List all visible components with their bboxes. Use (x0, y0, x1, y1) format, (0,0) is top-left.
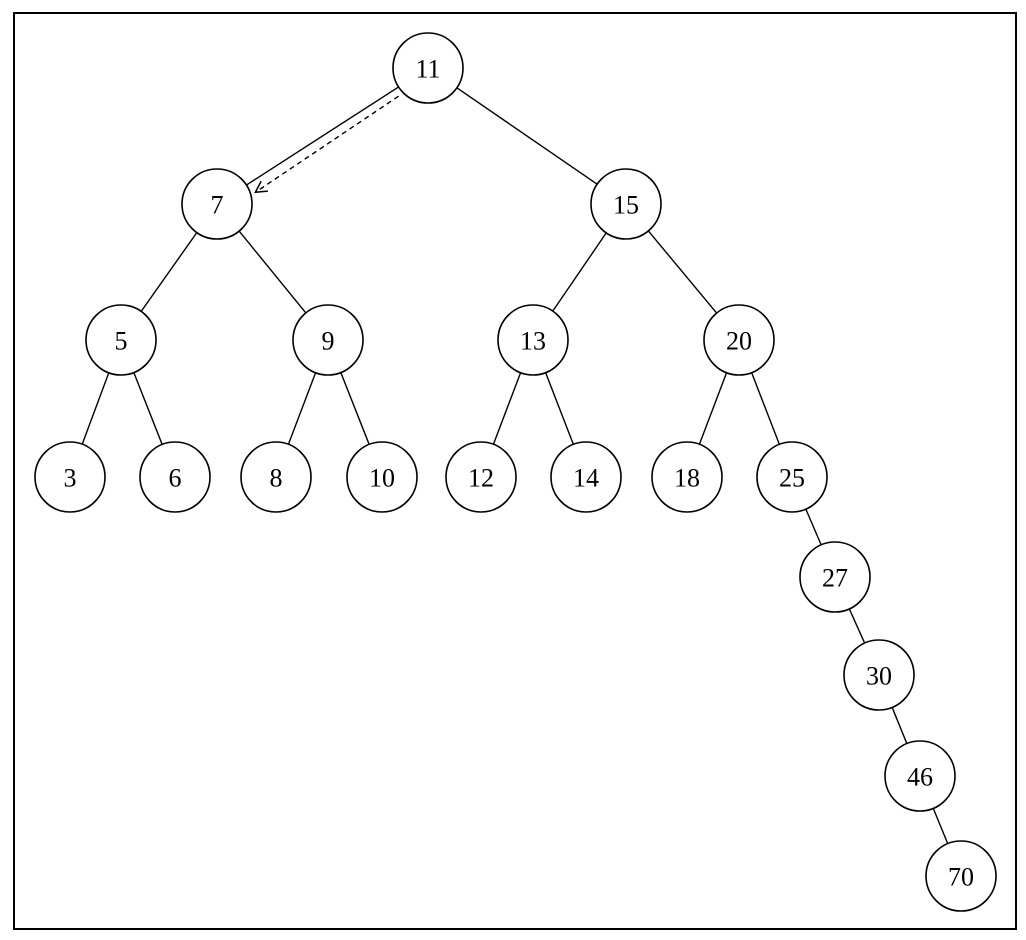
edge-20-18 (698, 372, 728, 445)
node-circle (651, 441, 723, 513)
node-label: 30 (866, 662, 892, 691)
node-circle (85, 304, 157, 376)
node-label: 13 (520, 327, 546, 356)
node-circle (139, 441, 211, 513)
edge-9-8 (287, 372, 317, 445)
node-label: 14 (573, 464, 599, 493)
node-circle (292, 304, 364, 376)
node-circle (843, 639, 915, 711)
node-label: 12 (468, 464, 494, 493)
edge-13-12 (492, 372, 522, 445)
node-circle (346, 441, 418, 513)
edge-13-14 (544, 372, 575, 445)
tree-node-15: 15 (590, 168, 662, 240)
edge-30-46 (891, 707, 908, 744)
edges-layer (81, 86, 949, 844)
node-label: 5 (115, 327, 128, 356)
node-circle (445, 441, 517, 513)
tree-node-6: 6 (139, 441, 211, 513)
tree-node-13: 13 (497, 304, 569, 376)
tree-node-10: 10 (346, 441, 418, 513)
edge-25-27 (805, 508, 822, 546)
edge-7-9 (238, 230, 307, 314)
pointer-layer (254, 95, 399, 194)
node-label: 20 (726, 327, 752, 356)
node-label: 27 (822, 564, 848, 593)
tree-node-27: 27 (799, 541, 871, 613)
tree-node-30: 30 (843, 639, 915, 711)
edge-11-15 (456, 87, 598, 185)
edge-20-25 (750, 372, 781, 445)
node-circle (703, 304, 775, 376)
tree-node-3: 3 (34, 441, 106, 513)
tree-node-20: 20 (703, 304, 775, 376)
node-label: 10 (369, 464, 395, 493)
edge-46-70 (932, 808, 949, 844)
node-label: 15 (613, 191, 639, 220)
edge-27-30 (848, 608, 866, 644)
node-circle (799, 541, 871, 613)
node-circle (240, 441, 312, 513)
node-circle (181, 168, 253, 240)
node-label: 8 (270, 464, 283, 493)
node-circle (550, 441, 622, 513)
node-circle (497, 304, 569, 376)
edge-15-13 (552, 232, 607, 312)
tree-node-12: 12 (445, 441, 517, 513)
edge-9-10 (340, 372, 370, 445)
tree-node-14: 14 (550, 441, 622, 513)
node-label: 9 (322, 327, 335, 356)
tree-node-46: 46 (884, 740, 956, 812)
tree-node-18: 18 (651, 441, 723, 513)
node-circle (590, 168, 662, 240)
edge-7-5 (140, 232, 198, 312)
node-circle (392, 32, 464, 104)
node-label: 3 (64, 464, 77, 493)
node-circle (34, 441, 106, 513)
edge-11-7 (246, 86, 399, 186)
node-label: 70 (948, 863, 974, 892)
dashed-pointer-arrow (254, 95, 399, 194)
edge-15-20 (647, 230, 718, 314)
tree-node-5: 5 (85, 304, 157, 376)
tree-node-7: 7 (181, 168, 253, 240)
node-label: 18 (674, 464, 700, 493)
nodes-layer: 11 7 15 5 9 13 20 3 6 8 10 12 14 18 25 27 30 46 70 (34, 32, 997, 912)
node-label: 46 (907, 763, 933, 792)
node-label: 25 (779, 464, 805, 493)
tree-node-25: 25 (756, 441, 828, 513)
tree-node-11: 11 (392, 32, 464, 104)
node-circle (884, 740, 956, 812)
tree-node-70: 70 (925, 840, 997, 912)
node-circle (756, 441, 828, 513)
tree-node-8: 8 (240, 441, 312, 513)
edge-5-3 (81, 372, 110, 445)
node-label: 11 (415, 55, 440, 84)
tree-node-9: 9 (292, 304, 364, 376)
node-circle (925, 840, 997, 912)
node-label: 7 (211, 191, 224, 220)
node-label: 6 (169, 464, 182, 493)
edge-5-6 (133, 372, 163, 445)
